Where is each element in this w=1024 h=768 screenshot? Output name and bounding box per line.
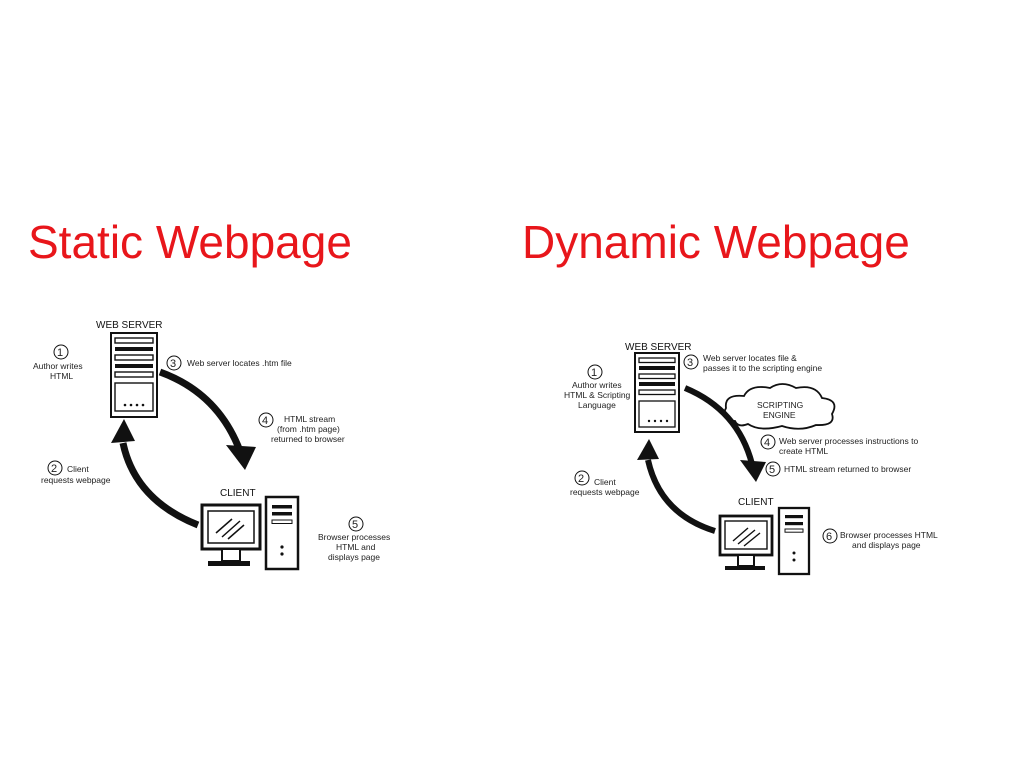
svg-text:3: 3 xyxy=(170,358,176,370)
svg-text:2: 2 xyxy=(578,473,584,485)
static-step-5: 5 Browser processes HTML and displays pa… xyxy=(318,516,390,562)
svg-text:requests webpage: requests webpage xyxy=(41,475,111,485)
static-step-4: 4 HTML stream (from .htm page) returned … xyxy=(258,412,345,444)
svg-text:requests webpage: requests webpage xyxy=(570,487,640,497)
dynamic-web-server-icon xyxy=(634,352,680,433)
svg-text:4: 4 xyxy=(262,415,268,427)
svg-text:HTML & Scripting: HTML & Scripting xyxy=(564,390,631,400)
static-client-computer-icon xyxy=(200,495,300,571)
svg-text:displays page: displays page xyxy=(328,552,380,562)
scripting-engine-label-2: ENGINE xyxy=(763,410,796,420)
static-step-3: 3 Web server locates .htm file xyxy=(166,355,292,371)
svg-text:Web server locates file &: Web server locates file & xyxy=(703,353,797,363)
dynamic-webpage-title: Dynamic Webpage xyxy=(522,216,910,268)
dynamic-client-label: CLIENT xyxy=(738,497,774,508)
svg-text:Client: Client xyxy=(594,477,616,487)
dynamic-arrow-client-to-server xyxy=(637,439,716,534)
svg-text:3: 3 xyxy=(687,357,693,369)
dynamic-step-3: 3 Web server locates file & passes it to… xyxy=(683,353,822,373)
static-step-2: 2 Client requests webpage xyxy=(41,460,111,485)
dynamic-step-2: 2 Client requests webpage xyxy=(570,470,640,497)
svg-text:and displays page: and displays page xyxy=(852,540,921,550)
svg-text:5: 5 xyxy=(352,519,358,531)
static-web-server-icon xyxy=(110,332,158,418)
svg-text:HTML and: HTML and xyxy=(336,542,376,552)
dynamic-arrow-server-to-client xyxy=(683,385,766,482)
svg-text:2: 2 xyxy=(51,463,57,475)
svg-text:Author writes: Author writes xyxy=(33,361,83,371)
dynamic-step-1: 1 Author writes HTML & Scripting Languag… xyxy=(564,364,631,410)
static-arrow-client-to-server xyxy=(111,419,200,529)
static-arrow-server-to-client xyxy=(158,368,256,470)
svg-text:HTML stream: HTML stream xyxy=(284,414,335,424)
static-diagram: WEB SERVER CLIENT 1 Author writes HTML 2… xyxy=(33,320,390,571)
svg-text:1: 1 xyxy=(57,347,63,359)
svg-text:Web server processes instructi: Web server processes instructions to xyxy=(779,436,918,446)
dynamic-step-4: 4 Web server processes instructions to c… xyxy=(760,434,918,456)
svg-text:Browser processes: Browser processes xyxy=(318,532,390,542)
svg-text:HTML: HTML xyxy=(50,371,73,381)
dynamic-web-server-label: WEB SERVER xyxy=(625,342,692,353)
svg-text:create HTML: create HTML xyxy=(779,446,828,456)
svg-text:6: 6 xyxy=(826,531,832,543)
static-step-1: 1 Author writes HTML xyxy=(33,344,83,381)
svg-text:Client: Client xyxy=(67,464,89,474)
svg-text:HTML stream returned to browse: HTML stream returned to browser xyxy=(784,464,911,474)
svg-text:4: 4 xyxy=(764,437,770,449)
dynamic-diagram: WEB SERVER SCRIPTING ENGINE CLIENT 1 Aut… xyxy=(564,342,938,576)
static-web-server-label: WEB SERVER xyxy=(96,320,163,331)
static-client-label: CLIENT xyxy=(220,488,256,499)
svg-text:1: 1 xyxy=(591,367,597,379)
svg-text:Language: Language xyxy=(578,400,616,410)
scripting-engine-cloud-icon xyxy=(723,383,836,430)
scripting-engine-label-1: SCRIPTING xyxy=(757,400,803,410)
svg-text:Author writes: Author writes xyxy=(572,380,622,390)
dynamic-client-computer-icon xyxy=(718,506,811,576)
svg-text:returned to browser: returned to browser xyxy=(271,434,345,444)
dynamic-step-5: 5 HTML stream returned to browser xyxy=(765,461,911,477)
svg-text:passes it to the scripting eng: passes it to the scripting engine xyxy=(703,363,822,373)
svg-text:5: 5 xyxy=(769,464,775,476)
svg-text:Web server locates .htm file: Web server locates .htm file xyxy=(187,358,292,368)
svg-text:Browser processes HTML: Browser processes HTML xyxy=(840,530,938,540)
static-webpage-title: Static Webpage xyxy=(28,216,352,268)
svg-text:(from .htm page): (from .htm page) xyxy=(277,424,340,434)
dynamic-step-6: 6 Browser processes HTML and displays pa… xyxy=(822,528,938,550)
